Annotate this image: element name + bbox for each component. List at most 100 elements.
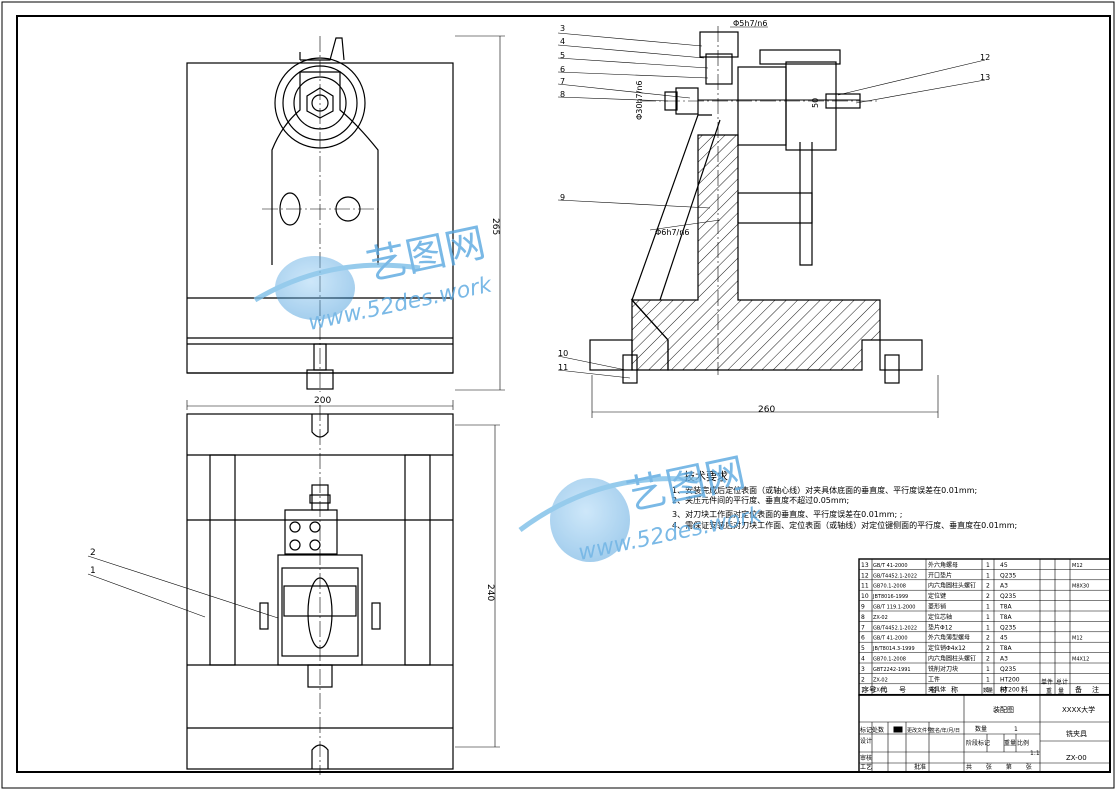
tech-item-4: 4、需保证安装后对刀块工作面、定位表面（或轴线）对定位键侧面的平行度、垂直度在0… <box>672 520 1017 530</box>
weight-label: 重量 <box>1004 739 1016 747</box>
balloon-13: 13 <box>980 73 990 82</box>
bom-header-mat: 材料 <box>1000 685 1042 694</box>
bom-cell-mat: Q235 <box>1000 666 1016 673</box>
title-block-text: 装配图 XXXX大学 铣夹具 ZX-00 数量 1 阶段标记 重量 比例 1:1… <box>860 705 1095 771</box>
row-a2: 更改文件号 <box>907 727 932 734</box>
bom-cell-code: ZX-02 <box>873 677 888 683</box>
bom-header-no: 序号 <box>862 685 876 694</box>
qty-label: 数量 <box>975 725 987 733</box>
approve-label: 批准 <box>914 763 926 771</box>
bom-cell-qty: 1 <box>986 572 990 579</box>
frame-border <box>16 15 1111 773</box>
fit-6: Φ6h7/n6 <box>655 228 689 237</box>
bom-cell-mat: Q235 <box>1000 572 1016 579</box>
bom-header-qty: 数量 <box>983 687 993 694</box>
bom-cell-mat: T8A <box>999 645 1012 652</box>
bom-cell-code: GBT2242-1991 <box>873 667 911 673</box>
dim-50: 50 <box>811 98 820 108</box>
bom-cell-no: 11 <box>861 583 869 590</box>
bom-cell-code: GB70.1-2008 <box>873 584 906 590</box>
plan-view <box>87 405 500 775</box>
bom-header-total: 总计 <box>1056 678 1068 686</box>
bom-cell-qty: 1 <box>986 624 990 631</box>
bom-cell-no: 3 <box>861 666 865 673</box>
tech-item-2: 2、夹压元件间的平行度、垂直度不超过0.05mm; <box>672 495 849 505</box>
bom-cell-qty: 2 <box>986 656 990 663</box>
bom-cell-name: 垫片Φ12 <box>928 623 953 631</box>
bom-cell-note: M4X12 <box>1072 657 1089 663</box>
section-view <box>557 26 986 418</box>
balloon-2: 2 <box>90 548 96 558</box>
fit-30: Φ30h7/n6 <box>635 81 644 121</box>
bom-cell-name: 外六角螺母 <box>928 561 958 569</box>
bom-cell-qty: 1 <box>986 666 990 673</box>
dim-200: 200 <box>314 396 331 406</box>
bom-cell-name: 定位键 <box>928 592 946 600</box>
bom-cell-no: 1 <box>861 687 865 694</box>
bom-cell-qty: 1 <box>986 614 990 621</box>
bom-cell-name: 定位销Φ4x12 <box>928 644 966 652</box>
bom-cell-code: GB/T4452.1-2022 <box>873 625 917 631</box>
bom-cell-no: 10 <box>861 593 869 600</box>
bom-cell-qty: 1 <box>986 604 990 611</box>
drawing-name: 装配图 <box>993 705 1014 714</box>
title-block <box>858 694 1111 773</box>
qty-value: 1 <box>1014 726 1018 733</box>
balloon-3: 3 <box>560 24 565 33</box>
bom-cell-no: 6 <box>861 635 865 642</box>
balloon-7: 7 <box>560 77 565 86</box>
bom-cell-qty: 1 <box>986 687 990 694</box>
bom-cell-name: 菱形销 <box>928 603 946 611</box>
balloon-8: 8 <box>560 90 565 99</box>
bom-cell-code: JB/T8014.3-1999 <box>872 646 915 652</box>
bom-cell-mat: Q235 <box>1000 593 1016 600</box>
bom-cell-code: GB/T4452.1-2022 <box>873 573 917 579</box>
bom-cell-mat: HT200 <box>1000 676 1020 683</box>
bom-cell-code: GB/T 119.1-2000 <box>873 605 915 611</box>
bom-cell-code: GB/T 41-2000 <box>873 636 908 642</box>
bom-cell-name: 内六角圆柱头螺钉 <box>928 655 976 663</box>
drawing-no: ZX-00 <box>1066 754 1087 762</box>
bom-cell-no: 12 <box>861 572 869 579</box>
bom-cell-name: 夹具体 <box>928 686 946 694</box>
bom-cell-code: JBT8016-1999 <box>872 594 908 600</box>
watermark-bottom: 艺图网 www.52des.work <box>518 450 765 566</box>
bom-cell-qty: 2 <box>986 583 990 590</box>
scale-value: 1:1 <box>1030 750 1040 757</box>
designer-label: 设计 <box>860 737 872 745</box>
bom-cell-mat: T8A <box>999 614 1012 621</box>
bom-cell-qty: 2 <box>986 645 990 652</box>
watermark-top: 艺图网 www.52des.work <box>253 220 495 336</box>
scale-label: 比例 <box>1017 739 1029 747</box>
sheets-label: 共 张 第 张 <box>966 763 1038 771</box>
bom-cell-code: GB/T 41-2000 <box>873 563 908 569</box>
tech-item-3: 3、对刀块工作面对定位表面的垂直度、平行度误差在0.01mm; ; <box>672 509 902 519</box>
process-label: 工艺 <box>860 763 872 771</box>
bom-header-note: 备注 <box>1075 685 1109 694</box>
top-left-view <box>186 35 505 410</box>
bom-cell-name: 铣削对刀块 <box>928 665 958 673</box>
bom-header-unit: 单件 <box>1041 678 1053 686</box>
balloons-front: 3 4 5 6 7 8 9 10 11 12 13 <box>558 24 990 372</box>
balloon-12: 12 <box>980 53 990 62</box>
balloon-5: 5 <box>560 51 565 60</box>
balloon-11: 11 <box>558 363 568 372</box>
checker-label: 审核 <box>860 754 872 762</box>
bom-cell-mat: HT200 <box>1000 687 1020 694</box>
bom-cell-qty: 2 <box>986 635 990 642</box>
bom-cell-name: 内六角圆柱头螺钉 <box>928 582 976 590</box>
mark-label: 阶段标记 <box>966 739 990 747</box>
